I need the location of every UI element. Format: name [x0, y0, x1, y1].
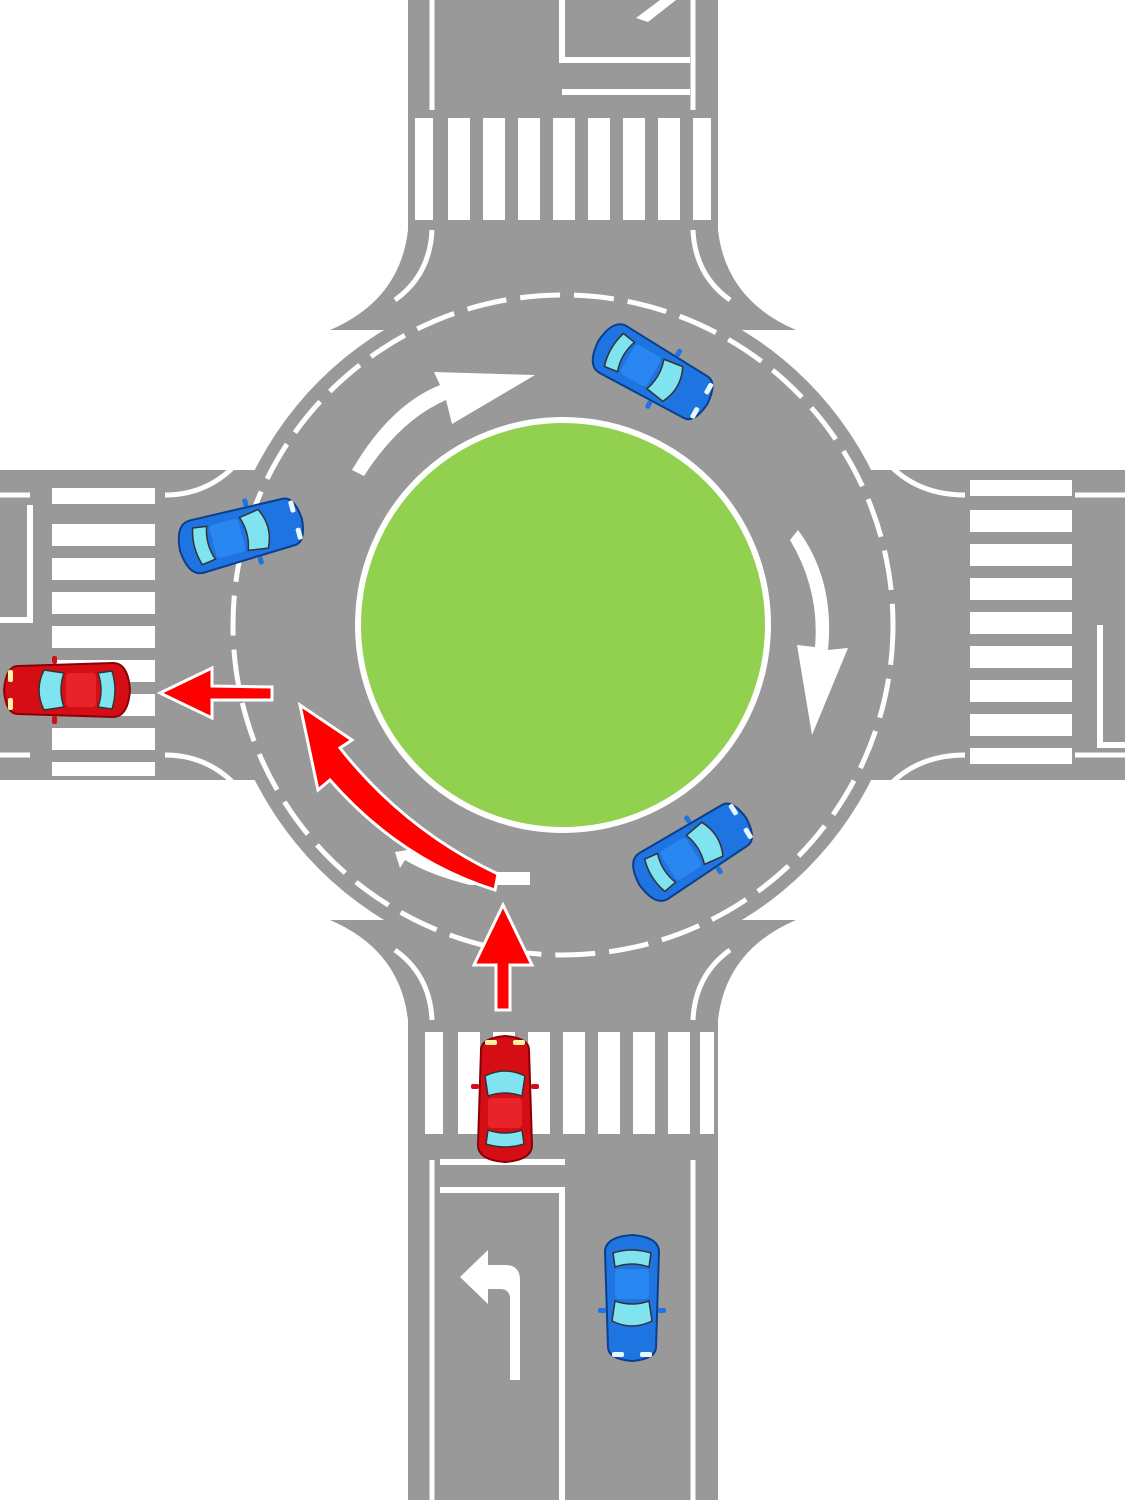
west-crossing [52, 488, 155, 776]
ring-edge-line [230, 292, 896, 958]
north-arm-diagonal-marking [636, 0, 676, 22]
south-arm-left-turn-marking [460, 1250, 520, 1380]
route-arrow-exit [156, 665, 274, 721]
route-arrow-entry [471, 901, 535, 1012]
south-crossing [425, 1032, 714, 1134]
route-arrows [156, 665, 535, 1012]
circulation-arrow-east [790, 530, 848, 735]
circulation-arrow-north [352, 372, 535, 476]
blue-car-south-arm-waiting [597, 1234, 667, 1362]
central-island [355, 417, 771, 833]
north-crossing [415, 118, 711, 220]
subject-car-entering [470, 1035, 540, 1163]
subject-car-exiting [3, 655, 131, 725]
east-crossing [970, 480, 1072, 764]
route-arrow-curve [297, 701, 500, 892]
